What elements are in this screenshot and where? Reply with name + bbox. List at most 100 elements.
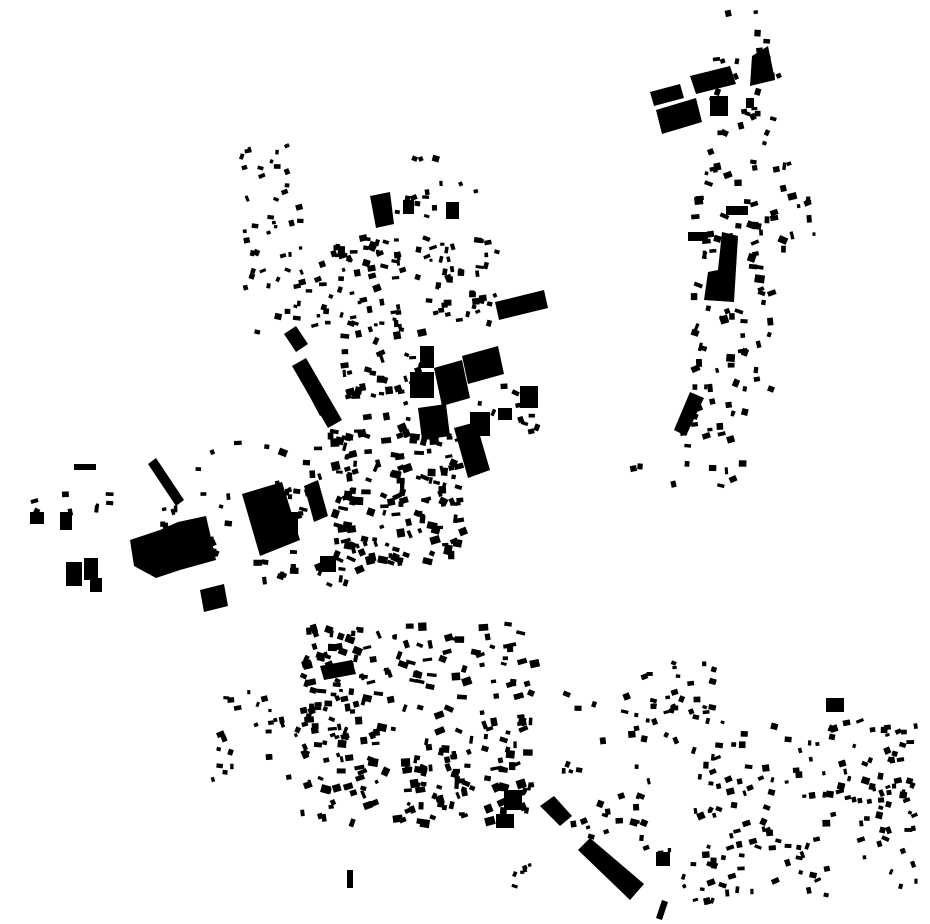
building [761,140,768,146]
building [402,766,412,774]
building [419,473,430,482]
building [769,214,779,222]
building [690,746,697,755]
building [374,238,380,247]
building [403,375,409,383]
building [708,95,718,104]
building [449,636,456,641]
building [420,346,434,368]
building [428,764,433,772]
building [701,704,708,710]
building [760,299,767,306]
building [795,771,803,779]
building [422,235,431,242]
building [891,750,899,757]
building [356,428,367,438]
building [427,639,433,649]
building [740,319,748,324]
building [366,679,376,685]
building [422,657,433,662]
building [302,661,313,670]
building [395,251,402,258]
building [743,198,751,205]
building [457,267,465,274]
building [735,840,743,849]
building [30,498,39,505]
building [283,168,291,176]
building [523,680,531,688]
building [634,764,639,770]
building [442,268,448,276]
building [883,746,892,755]
building [491,782,502,793]
building [352,700,360,708]
building [334,677,341,684]
building [513,741,517,749]
building [401,462,413,474]
building [323,308,330,315]
building [316,688,327,694]
building [357,548,367,557]
building [420,767,428,777]
building [173,505,178,513]
building [301,743,309,751]
building [428,550,436,557]
building [438,654,448,664]
building [693,281,704,289]
building [725,401,733,409]
building [587,833,595,840]
building [279,252,287,259]
building [731,378,741,388]
building [230,763,234,770]
building [391,259,398,264]
building [749,159,757,165]
building [346,370,353,376]
building [340,333,350,339]
building [415,786,426,794]
building [431,154,440,163]
building [632,803,640,811]
building [744,764,753,770]
building [726,353,736,362]
building [267,214,275,220]
building [762,804,771,811]
building [415,246,422,253]
building [403,200,414,214]
building [337,647,348,657]
building [808,756,814,762]
building [707,427,713,432]
building [634,712,639,718]
building [329,630,334,638]
building [680,431,688,437]
building [734,308,744,315]
building [390,310,398,315]
building [338,575,343,583]
building [318,282,327,287]
building [382,509,387,516]
building [570,820,577,828]
building [657,850,664,858]
building [259,268,267,274]
building [345,633,351,641]
building [652,703,658,708]
building [338,688,344,693]
building [465,310,471,318]
building [261,559,269,566]
building [826,698,844,712]
building [490,717,498,727]
building [226,493,231,500]
building [461,779,471,788]
building [822,791,827,798]
building [313,446,323,451]
building [392,634,397,639]
building [423,253,431,260]
building [769,208,779,217]
building [353,460,358,468]
building [459,429,468,437]
building [323,651,328,657]
building [471,297,480,306]
building [332,549,341,560]
building [247,690,251,695]
building [341,665,351,673]
building [690,862,697,867]
